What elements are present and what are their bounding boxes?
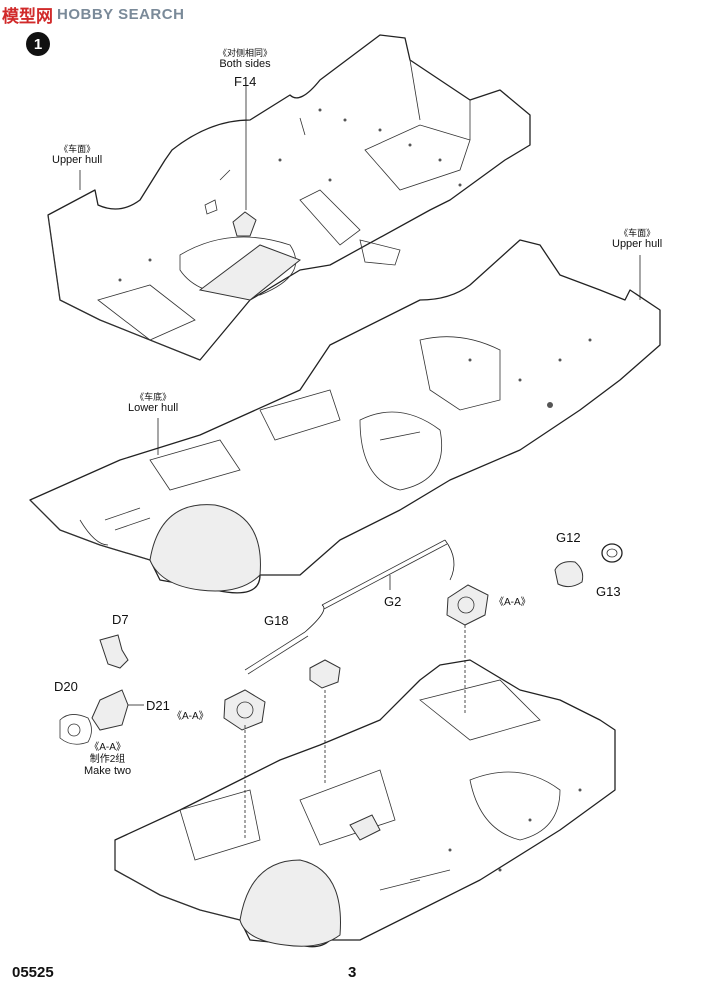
watermark-cn: 模型网 xyxy=(2,6,53,27)
both-sides-label-en: Both sides xyxy=(219,58,271,71)
make-two-label-zh: 制作2组 xyxy=(89,753,126,765)
make-two-label-en: Make two xyxy=(84,765,132,777)
upper-hull-label-left-en: Upper hull xyxy=(52,154,103,167)
lower-hull-label-en: Lower hull xyxy=(128,402,179,415)
part-d20: D20 xyxy=(54,679,78,694)
upper-hull-label-right: 《车面》 Upper hull xyxy=(612,228,662,251)
watermark-en: HOBBY SEARCH xyxy=(57,5,185,23)
parts-drawing xyxy=(59,86,641,840)
lower-hull-middle-drawing xyxy=(29,239,661,594)
part-g13: G13 xyxy=(596,584,621,599)
aa-label-right: 《A-A》 xyxy=(494,597,531,608)
make-two-label: 《A-A》 制作2组 Make two xyxy=(84,742,131,778)
lower-hull-label-zh: 《车底》 xyxy=(135,392,172,402)
upper-hull-label-right-zh: 《车面》 xyxy=(619,228,656,238)
upper-hull-label-left: 《车面》 Upper hull xyxy=(52,144,102,167)
watermark: 模型网 HOBBY SEARCH xyxy=(2,2,185,27)
part-g18: G18 xyxy=(264,613,289,628)
lower-hull-label: 《车底》 Lower hull xyxy=(128,392,178,415)
lower-hull-bottom-drawing xyxy=(114,659,616,948)
part-g12: G12 xyxy=(556,530,581,545)
kit-code: 05525 xyxy=(12,964,54,981)
page-number: 3 xyxy=(348,964,357,981)
upper-hull-label-left-zh: 《车面》 xyxy=(59,144,96,154)
upper-hull-top-drawing xyxy=(47,34,531,361)
upper-hull-label-right-en: Upper hull xyxy=(612,238,663,251)
aa-label-left: 《A-A》 xyxy=(172,711,209,722)
both-sides-label-zh: 《对侧相同》 xyxy=(218,48,273,58)
part-f14: F14 xyxy=(234,74,257,89)
part-d7: D7 xyxy=(112,612,129,627)
part-d21: D21 xyxy=(146,698,170,713)
both-sides-label: 《对侧相同》 Both sides xyxy=(218,48,272,71)
aa-label-small: 《A-A》 xyxy=(89,742,126,753)
step-number-badge: 1 xyxy=(26,32,50,56)
part-g2: G2 xyxy=(384,594,402,609)
